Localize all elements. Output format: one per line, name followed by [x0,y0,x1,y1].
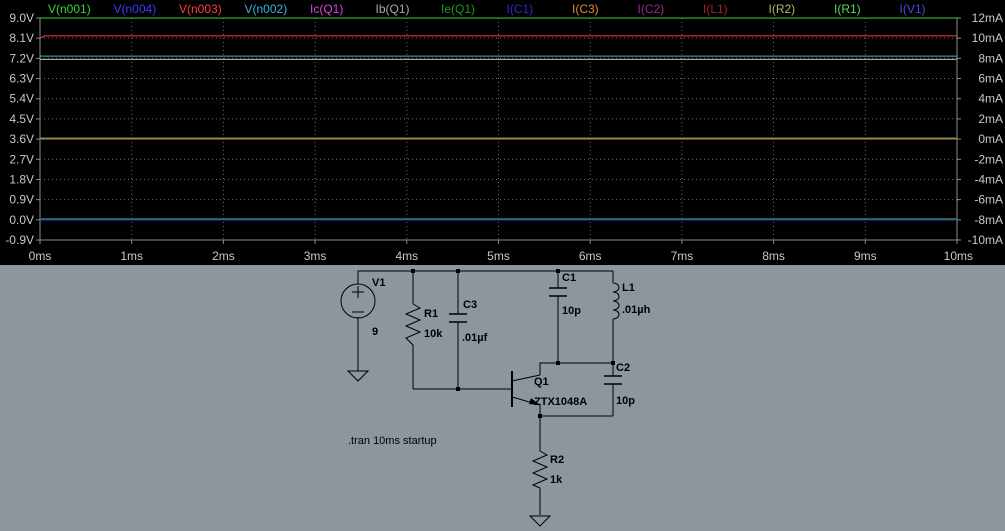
trace-label: Ie(Q1) [441,2,475,16]
y-tick-label-left: 4.5V [9,112,34,126]
waveform-plot-pane[interactable]: 0ms 1ms 2ms 3ms 4ms 5ms 6ms 7ms 8ms 9ms 10ms 9.0V 12… [0,0,1005,265]
schematic-canvas[interactable]: V1 9 R1 10k C3 .01µf C1 10p [0,265,1005,531]
junction-dots [411,269,615,418]
trace-label: V(n001) [48,2,91,16]
y-tick-label-right: 8mA [978,51,1003,65]
y-tick-label-right: 10mA [972,31,1003,45]
trace-label: I(V1) [900,2,926,16]
y-tick-label-right: -8mA [974,213,1003,227]
y-tick-label-right: -6mA [974,193,1003,207]
y-tick-label-left: 0.0V [9,213,34,227]
x-tick-label: 5ms [487,249,510,263]
c3-name: C3 [463,299,477,311]
y-tick-label-right: 2mA [978,112,1003,126]
y-tick-label-right: 6mA [978,72,1003,86]
r2-value: 1k [550,474,563,486]
plot-grid [36,17,961,244]
waveform-plot[interactable]: 0ms 1ms 2ms 3ms 4ms 5ms 6ms 7ms 8ms 9ms 10ms 9.0V 12… [0,0,1005,265]
r2-name: R2 [550,454,564,466]
trace-label: I(L1) [703,2,728,16]
trace-label: Ic(Q1) [310,2,343,16]
trace-label: I(C1) [507,2,534,16]
c1-value: 10p [562,305,581,317]
y-tick-label-right: 12mA [972,11,1003,25]
y-tick-label-left: 9.0V [9,11,34,25]
trace-label: V(n004) [114,2,157,16]
x-tick-label: 1ms [120,249,143,263]
r1-value: 10k [424,328,443,340]
voltage-source-v1[interactable]: V1 9 [340,277,385,338]
l1-name: L1 [622,282,635,294]
y-tick-label-left: 5.4V [9,92,34,106]
y-tick-label-left: 0.9V [9,193,34,207]
x-tick-label: 2ms [212,249,235,263]
c2-name: C2 [616,362,630,374]
y-tick-label-right: -4mA [974,172,1003,186]
q1-model: ZTX1048A [534,396,587,408]
y-tick-label-left: 7.2V [9,51,34,65]
x-tick-label: 7ms [671,249,694,263]
x-tick-label: 8ms [762,249,785,263]
x-tick-label: 10ms [944,249,973,263]
y-tick-label-right: 0mA [978,132,1003,146]
x-tick-label: 6ms [579,249,602,263]
ground-icon [528,515,552,527]
q1-name: Q1 [534,376,549,388]
y-tick-label-left: 3.6V [9,132,34,146]
capacitor-c2[interactable]: C2 10p [604,362,635,407]
ground-icon [346,370,370,382]
c1-name: C1 [562,272,576,284]
schematic-pane[interactable]: V1 9 R1 10k C3 .01µf C1 10p [0,265,1005,531]
v1-name: V1 [372,277,385,289]
y-tick-label-left: 6.3V [9,72,34,86]
c3-value: .01µf [462,332,488,344]
trace-legend: V(n001) V(n004) V(n003) V(n002) Ic(Q1) Ib(Q1)… [48,2,926,16]
y-tick-label-left: -0.9V [5,233,34,247]
y-tick-label-left: 1.8V [9,172,34,186]
trace-label: I(C3) [572,2,599,16]
spice-directive[interactable]: .tran 10ms startup [348,435,437,447]
l1-value: .01µh [622,304,651,316]
resistor-r1[interactable]: R1 10k [404,303,443,346]
x-tick-label: 4ms [395,249,418,263]
trace-label: I(R1) [834,2,861,16]
plot-traces [39,17,957,221]
trace-label: I(C2) [638,2,665,16]
trace-label: V(n003) [179,2,222,16]
x-tick-label: 3ms [304,249,327,263]
x-tick-label: 0ms [29,249,52,263]
y-tick-label-right: -10mA [968,233,1003,247]
y-tick-label-left: 2.7V [9,152,34,166]
v1-value: 9 [372,326,378,338]
c2-value: 10p [616,395,635,407]
trace-label: V(n002) [245,2,288,16]
trace-line [39,35,957,39]
y-tick-label-left: 8.1V [9,31,34,45]
r1-name: R1 [424,308,438,320]
transistor-q1[interactable]: Q1 ZTX1048A [511,371,587,408]
y-tick-label-right: -2mA [974,152,1003,166]
trace-label: I(R2) [769,2,796,16]
capacitor-c3[interactable]: C3 .01µf [449,299,488,344]
plot-axes: 0ms 1ms 2ms 3ms 4ms 5ms 6ms 7ms 8ms 9ms 10ms 9.0V 12… [5,11,1003,263]
resistor-r2[interactable]: R2 1k [531,450,564,489]
trace-label: Ib(Q1) [376,2,410,16]
schematic-wires [357,270,614,515]
inductor-l1[interactable]: L1 .01µh [612,282,651,320]
capacitor-c1[interactable]: C1 10p [549,272,581,317]
x-tick-label: 9ms [854,249,877,263]
y-tick-label-right: 4mA [978,92,1003,106]
